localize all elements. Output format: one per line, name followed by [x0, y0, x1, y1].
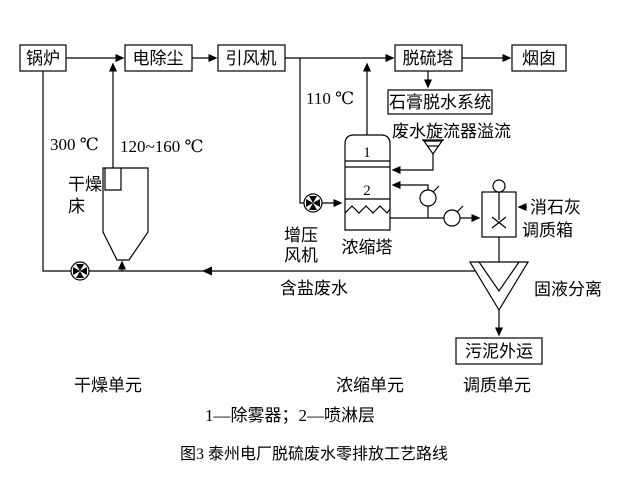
drying-unit-label: 干燥单元 [74, 376, 142, 395]
pipe-boiler-hot-air [42, 71, 122, 272]
pipes [42, 54, 527, 337]
sludge-out-label: 污泥外运 [465, 342, 533, 361]
cyclone-overflow-funnel-icon [422, 139, 444, 156]
separator-inner-cone [478, 261, 520, 293]
figure-caption: 图3 泰州电厂脱硫废水零排放工艺路线 [180, 445, 448, 463]
solid-liquid-separator-vessel [468, 261, 530, 312]
conditioning-tank-vessel [481, 179, 517, 238]
booster-fan [303, 193, 323, 213]
boiler-box [19, 44, 67, 72]
legend-text: 1—除雾器；2—喷淋层 [205, 406, 375, 425]
esp-box [124, 44, 193, 72]
temp-120-160-label: 120~160 ℃ [120, 137, 203, 156]
conditioning-tank-label: 调质箱 [522, 221, 573, 240]
esp-label: 电除尘 [133, 49, 184, 68]
hot-air-fan [70, 261, 90, 281]
fan-blades-icon [306, 196, 320, 210]
booster-fan-label-line1: 增压 [284, 226, 318, 245]
drying-bed-label-line1: 干燥 [68, 175, 102, 194]
drying-bed-vessel [102, 167, 149, 261]
transfer-pump [443, 205, 464, 227]
pump-casing [419, 189, 437, 207]
mixer-motor-icon [492, 179, 506, 193]
fan-blades-icon [73, 264, 87, 278]
salty-wastewater-label: 含盐废水 [280, 279, 348, 298]
temp-110-label: 110 ℃ [306, 89, 354, 108]
pump-outlet-tick [432, 185, 440, 193]
separator-outer-cone [468, 261, 530, 312]
gypsum-system-label: 石膏脱水系统 [389, 92, 491, 112]
slaked-lime-label: 消石灰 [530, 198, 581, 217]
equipment-boxes [19, 44, 567, 365]
liquid-level-zigzag [344, 205, 391, 214]
diagram-texts: 锅炉 电除尘 引风机 脱硫塔 烟囱 石膏脱水系统 污泥外运 300 ℃ 120~… [26, 49, 602, 463]
concentration-tower-vessel [344, 134, 391, 231]
boiler-label: 锅炉 [26, 49, 60, 68]
sludge-out-box [455, 337, 543, 365]
pipe-110c-branch [299, 58, 343, 207]
tower-zone-2-label: 2 [363, 183, 371, 199]
drying-bed-label-line2: 床 [68, 197, 85, 216]
drying-bed-inlet-tube [104, 168, 122, 191]
saltwater-flow-arrowhead [202, 266, 212, 276]
desulf-tower-label: 脱硫塔 [403, 49, 454, 68]
concentration-unit-label: 浓缩单元 [336, 376, 404, 395]
conditioning-unit-label: 调质单元 [463, 376, 531, 395]
desulf-tower-box [394, 44, 463, 72]
solid-liquid-separation-label: 固液分离 [534, 280, 602, 299]
id-fan-label: 引风机 [226, 49, 277, 68]
pipe-overflow-to-conctower [391, 154, 434, 174]
pump-casing [443, 209, 461, 227]
tower-zone-1-label: 1 [363, 145, 371, 161]
concentration-tower-label: 浓缩塔 [342, 238, 393, 257]
drying-bed-body [102, 167, 149, 261]
chimney-label: 烟囱 [522, 49, 556, 68]
cyclone-overflow-label: 废水旋流器溢流 [392, 122, 511, 141]
gypsum-system-box [387, 89, 493, 115]
id-fan-box [217, 44, 286, 72]
funnel-cone [422, 140, 444, 156]
booster-fan-label-line2: 风机 [284, 246, 318, 265]
mixer-blades-icon [491, 216, 507, 229]
pump-outlet-tick [456, 205, 464, 213]
pipe-recirc-to-conctower [391, 181, 429, 218]
temp-300-label: 300 ℃ [50, 135, 99, 154]
tower-shell [344, 134, 391, 231]
chimney-box [511, 44, 567, 72]
recirculation-pump [419, 185, 440, 207]
